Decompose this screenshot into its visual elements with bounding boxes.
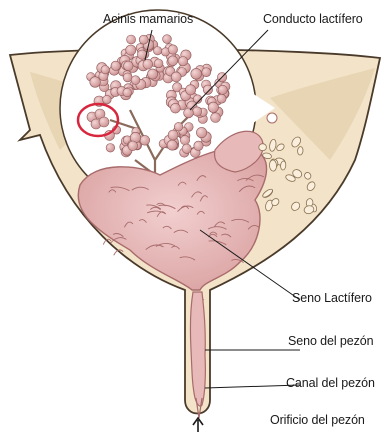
acinus	[90, 77, 101, 88]
small-acinus-marker	[267, 113, 277, 123]
acinus	[180, 135, 189, 144]
tissue-lobule	[280, 161, 286, 170]
acinus	[131, 76, 140, 85]
acinus	[163, 35, 172, 44]
orifice-arrow-icon	[193, 418, 203, 432]
acinus	[126, 45, 136, 55]
label-orificio-del-pezon: Orificio del pezón	[270, 413, 365, 427]
acinus	[171, 103, 181, 113]
tissue-lobule	[259, 144, 267, 151]
acinus	[143, 59, 153, 69]
acinus	[106, 144, 115, 153]
acinus	[154, 59, 163, 68]
acinus	[99, 117, 109, 127]
acinus	[186, 85, 196, 95]
acinus	[194, 141, 203, 150]
acinus	[103, 95, 112, 104]
acinus	[123, 73, 132, 82]
acinus	[101, 66, 109, 74]
acinus	[193, 107, 202, 116]
acinus	[168, 56, 178, 66]
label-conducto-lactifero: Conducto lactífero	[263, 12, 363, 26]
label-acinis-mamarios: Acinis mamarios	[103, 12, 193, 26]
acinus	[208, 102, 218, 112]
acinus	[191, 68, 202, 79]
acinus	[217, 94, 226, 103]
acinus	[111, 61, 120, 70]
acinus	[184, 108, 194, 118]
acinus	[218, 85, 227, 94]
acinus	[124, 61, 134, 71]
label-canal-del-pezon: Canal del pezón	[286, 376, 375, 390]
label-seno-lactifero: Seno Lactífero	[292, 291, 372, 305]
acinus	[196, 127, 206, 137]
label-seno-del-pezon: Seno del pezón	[288, 334, 373, 348]
acinus	[203, 85, 212, 94]
acinus	[211, 113, 221, 123]
acinus	[153, 47, 161, 55]
acinus	[128, 141, 138, 151]
acinus	[167, 140, 177, 150]
acinus	[127, 35, 136, 44]
tissue-lobule	[297, 146, 303, 155]
acinus	[182, 144, 191, 153]
acinus	[202, 68, 211, 77]
acinus	[174, 122, 183, 131]
acinus	[178, 57, 187, 66]
acinus	[123, 88, 132, 97]
acinus	[168, 45, 177, 54]
acinus	[148, 69, 158, 79]
acinus	[140, 135, 150, 145]
acinus	[171, 72, 181, 82]
acinus	[168, 130, 178, 140]
acinus	[139, 35, 148, 44]
